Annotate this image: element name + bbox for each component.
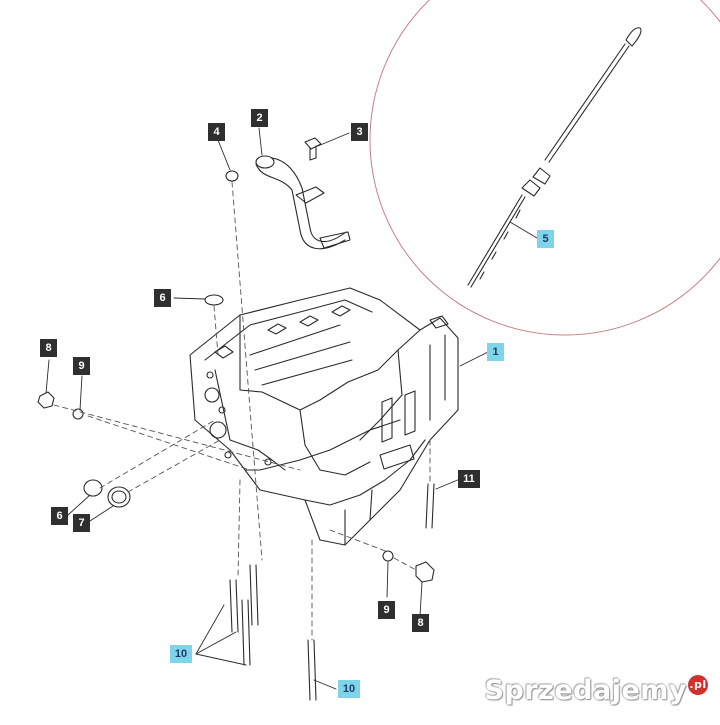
callout-10-bottom: 10 xyxy=(338,680,360,698)
callout-6-left: 6 xyxy=(51,507,68,525)
callout-8-left: 8 xyxy=(40,339,57,357)
callout-9-left: 9 xyxy=(73,357,90,375)
bolts-part-10 xyxy=(229,483,435,701)
detail-circle xyxy=(369,0,720,336)
callout-9-right: 9 xyxy=(378,601,395,619)
washer-part-9-left xyxy=(72,408,84,420)
watermark-suffix: .pl xyxy=(688,675,708,695)
o-ring-part-6-top xyxy=(204,294,224,306)
oil-sump-part-1 xyxy=(189,287,459,546)
watermark-logo: Sprzedajemy.pl xyxy=(485,675,708,706)
callout-5: 5 xyxy=(537,230,554,248)
dipstick-part-5 xyxy=(467,27,642,288)
callout-2: 2 xyxy=(251,109,268,127)
assembly-dashed-lines xyxy=(53,181,431,641)
callout-4: 4 xyxy=(208,123,225,141)
callout-3: 3 xyxy=(351,123,368,141)
watermark-text: Sprzedajemy xyxy=(484,675,687,706)
drain-plug-part-8-left xyxy=(37,391,55,409)
leader-lines xyxy=(45,127,538,690)
o-ring-part-4 xyxy=(225,170,239,182)
callout-7: 7 xyxy=(73,514,90,532)
seal-part-6-left xyxy=(83,479,103,497)
callout-1: 1 xyxy=(487,343,504,361)
callout-6-top: 6 xyxy=(154,289,171,307)
seal-part-7-left xyxy=(107,486,131,508)
washer-part-9-right xyxy=(382,550,394,562)
bolt-part-3 xyxy=(304,137,322,161)
filler-tube-part-2 xyxy=(255,155,351,250)
drain-plug-part-8-right xyxy=(415,561,435,583)
callout-10-left: 10 xyxy=(170,645,192,663)
callout-8-right: 8 xyxy=(412,614,429,632)
callout-11: 11 xyxy=(458,470,480,488)
